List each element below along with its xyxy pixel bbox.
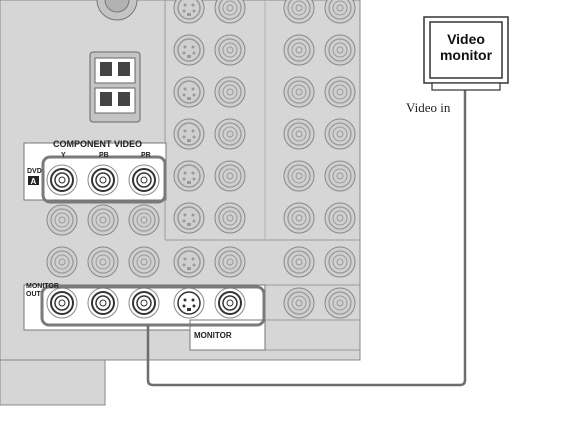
- rca-jack: [214, 118, 246, 150]
- component-jack: [46, 164, 78, 196]
- monitor-out-label-line2: OUT: [26, 291, 42, 298]
- rca-jack: [46, 246, 78, 278]
- rca-jack: [324, 76, 356, 108]
- video-cable: [146, 90, 467, 387]
- component-jack: [87, 164, 119, 196]
- s-video-jack: [173, 246, 205, 278]
- video-monitor-device: Video monitor: [423, 16, 509, 91]
- rca-jack: [46, 204, 78, 236]
- video-in-label: Video in: [406, 100, 451, 115]
- rca-jack: [324, 118, 356, 150]
- dvd-badge: [28, 176, 39, 185]
- s-video-jack: [173, 34, 205, 66]
- monitor-out-jack: [128, 287, 160, 319]
- rca-jack: [214, 160, 246, 192]
- rca-jack: [214, 246, 246, 278]
- rca-jack: [283, 76, 315, 108]
- rca-jack: [283, 202, 315, 234]
- s-video-jack: [173, 76, 205, 108]
- rca-jack: [324, 0, 356, 24]
- speaker-terminal-block: [89, 51, 141, 123]
- pb-label: PB: [99, 152, 109, 159]
- rca-jack: [283, 34, 315, 66]
- rca-jack: [214, 0, 246, 24]
- pr-label: PR: [141, 152, 151, 159]
- monitor-out-label-line1: MONITOR: [26, 283, 59, 290]
- monitor-video-jack: [214, 287, 246, 319]
- jack-grid: [46, 0, 356, 319]
- monitor-out-jack: [87, 287, 119, 319]
- s-video-jack: [173, 202, 205, 234]
- monitor-label: MONITOR: [194, 331, 232, 340]
- rca-jack: [283, 246, 315, 278]
- y-label: Y: [61, 152, 66, 159]
- rca-jack: [324, 287, 356, 319]
- component-video-label: COMPONENT VIDEO: [53, 139, 142, 149]
- rca-jack: [324, 34, 356, 66]
- rca-jack: [283, 287, 315, 319]
- rca-jack: [214, 34, 246, 66]
- s-video-jack: [173, 118, 205, 150]
- rca-jack: [214, 202, 246, 234]
- rca-jack: [324, 246, 356, 278]
- rca-jack: [324, 202, 356, 234]
- rca-jack: [214, 76, 246, 108]
- dvd-badge-letter: A: [31, 177, 37, 186]
- monitor-out-highlight: [40, 285, 266, 327]
- s-video-jack: [173, 160, 205, 192]
- component-video-highlight: [41, 155, 167, 204]
- rca-jack: [87, 246, 119, 278]
- rca-jack: [324, 160, 356, 192]
- rca-jack: [87, 204, 119, 236]
- s-video-jack: [173, 0, 205, 24]
- rca-jack: [128, 246, 160, 278]
- rca-jack: [283, 0, 315, 24]
- rca-jack: [283, 118, 315, 150]
- rca-jack: [128, 204, 160, 236]
- monitor-s-video-jack: [173, 287, 205, 319]
- monitor-out-jack: [46, 287, 78, 319]
- rca-jack: [283, 160, 315, 192]
- component-jack: [128, 164, 160, 196]
- dvd-label: DVD: [27, 168, 42, 175]
- monitor-name-line2: monitor: [440, 47, 493, 63]
- monitor-name-line1: Video: [447, 31, 485, 47]
